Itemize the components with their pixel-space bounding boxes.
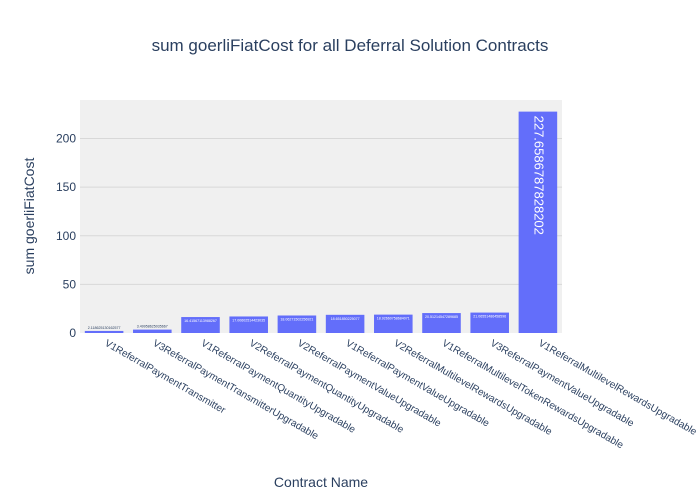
- bar: [84, 330, 124, 333]
- chart-title: sum goerliFiatCost for all Deferral Solu…: [152, 36, 549, 55]
- bar: [133, 329, 172, 333]
- y-tick-label: 0: [69, 326, 76, 340]
- y-tick-label: 50: [63, 277, 77, 291]
- gridlines: [80, 138, 562, 285]
- y-tick-label: 200: [56, 132, 76, 146]
- bar: [325, 314, 365, 333]
- y-axis-title: sum goerliFiatCost: [21, 158, 37, 275]
- bar-value-label: 20.51214547289685: [425, 315, 458, 319]
- bar-value-label: 17.00602514423035: [232, 318, 265, 322]
- bar: [518, 111, 558, 333]
- bar: [181, 317, 220, 333]
- x-axis-title: Contract Name: [274, 474, 368, 490]
- bar-value-label: 3.49958625035667: [137, 325, 168, 329]
- bar: [422, 313, 461, 333]
- bar: [277, 315, 317, 333]
- bar-value-label: 227.6586787828202: [531, 116, 546, 235]
- y-axis-ticks: 0 50 100 150 200: [56, 132, 76, 340]
- bar-value-label: 18.651850225077: [331, 317, 360, 321]
- y-tick-label: 100: [56, 229, 76, 243]
- bar-value-label: 21.06551486458596: [473, 315, 506, 319]
- y-tick-label: 150: [56, 180, 76, 194]
- bar: [229, 316, 268, 333]
- bar-value-label: 18.06271502256921: [280, 317, 313, 321]
- bar-value-label: 2.118625130162577: [88, 326, 121, 330]
- bar: [470, 312, 509, 333]
- bar-value-label: 16.41567113988267: [184, 319, 217, 323]
- bar-value-label: 18.92660758684071: [377, 317, 410, 321]
- bars: 2.118625130162577 3.49958625035667 16.4156…: [84, 111, 558, 333]
- plot-area: [80, 100, 562, 333]
- bar: [374, 314, 413, 333]
